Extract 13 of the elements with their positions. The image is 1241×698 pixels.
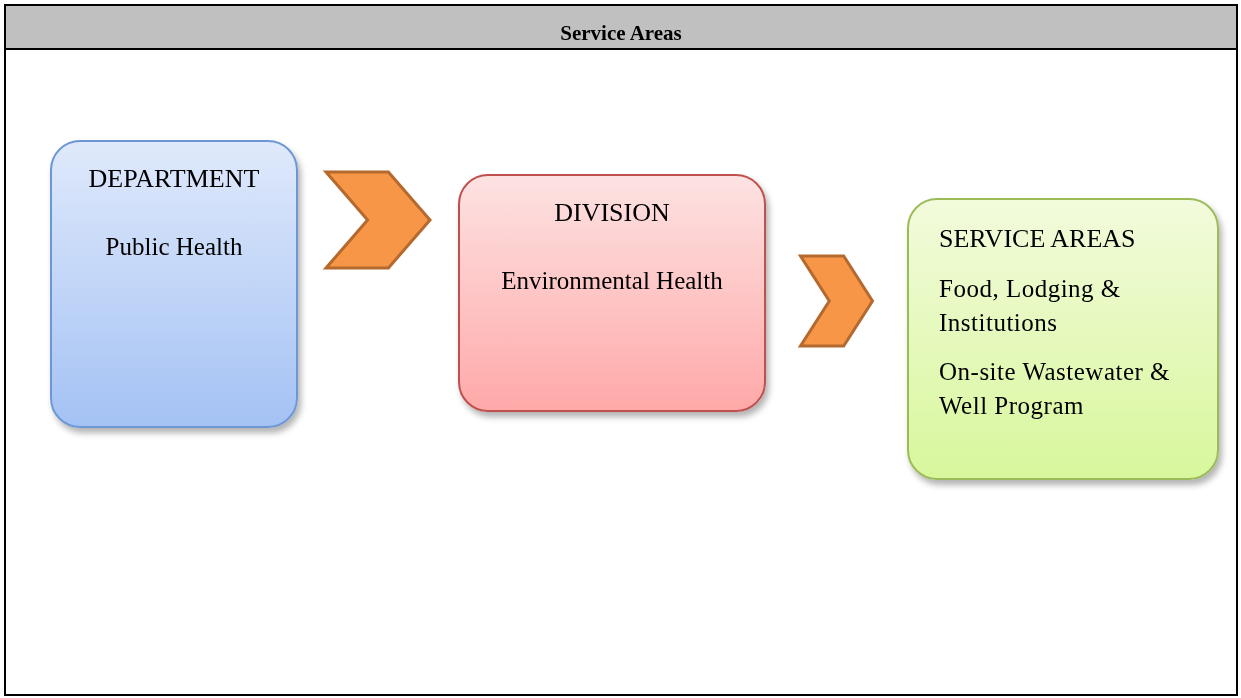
box-text: On-site Wastewater & Well Program [939, 357, 1172, 421]
box-text: Public Health [104, 232, 244, 262]
rounded-box [458, 174, 766, 412]
box-text: Food, Lodging & Institutions [939, 274, 1122, 338]
rounded-box [50, 140, 298, 428]
rounded-box [907, 198, 1219, 480]
box-heading: SERVICE AREAS [939, 223, 1137, 255]
chevron-arrow [797, 254, 875, 348]
title: Service Areas [560, 21, 682, 47]
box-heading: DIVISION [553, 197, 671, 229]
chevron-arrow [322, 170, 432, 270]
box-heading: DEPARTMENT [87, 163, 261, 195]
box-text: Environmental Health [500, 266, 724, 296]
